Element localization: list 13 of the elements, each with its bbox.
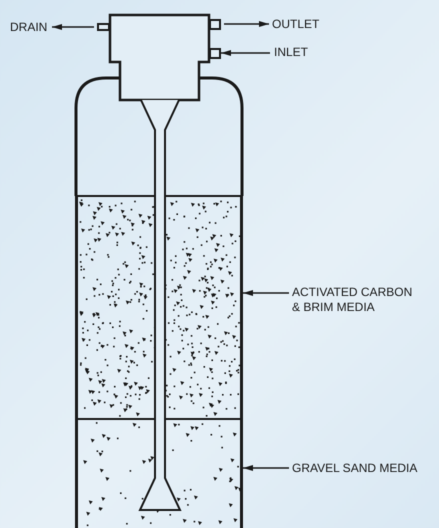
- media-label: GRAVEL SAND MEDIA: [292, 461, 432, 476]
- outlet-port: [209, 19, 221, 30]
- drain-label: DRAIN: [10, 20, 52, 35]
- arrow: [221, 50, 270, 56]
- arrow: [243, 290, 289, 296]
- inlet-label: INLET: [274, 45, 324, 60]
- inlet-port: [209, 48, 221, 59]
- arrow: [52, 24, 94, 30]
- media-label: ACTIVATED CARBON & BRIM MEDIA: [292, 285, 417, 315]
- outlet-label: OUTLET: [272, 17, 332, 32]
- arrow: [243, 465, 289, 471]
- arrow: [224, 21, 269, 27]
- drain-port: [97, 23, 110, 31]
